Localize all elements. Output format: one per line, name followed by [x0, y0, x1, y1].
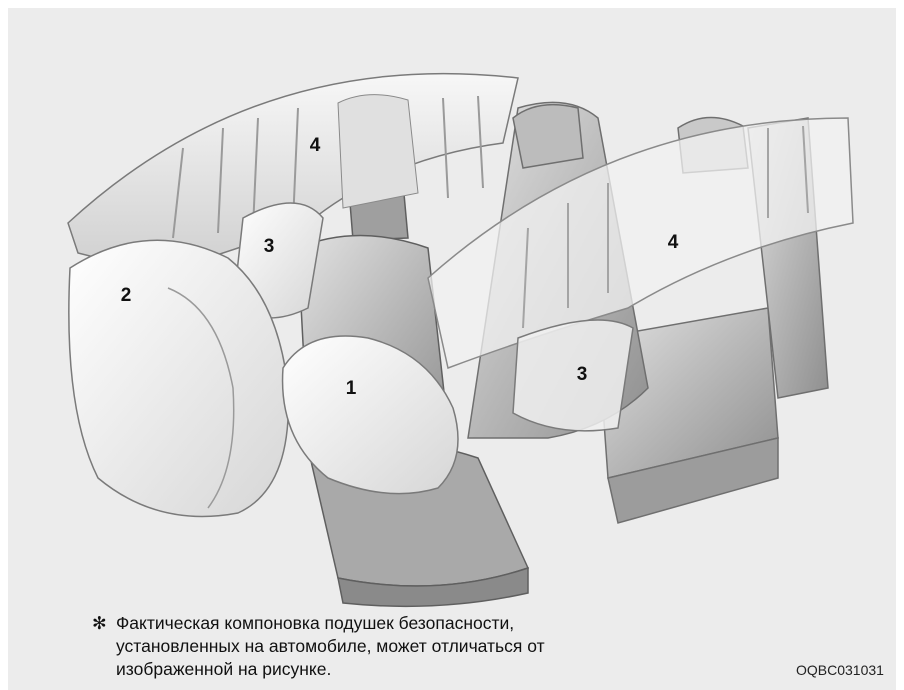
footnote-line-2: установленных на автомобиле, может отлич… [92, 635, 732, 658]
footnote-line-3: изображенной на рисунке. [92, 658, 732, 681]
footnote: ✻Фактическая компоновка подушек безопасн… [92, 612, 732, 681]
image-code: OQBC031031 [796, 662, 884, 678]
callout-4-left: 4 [304, 135, 326, 157]
footnote-text-1: Фактическая компоновка подушек безопасно… [116, 613, 514, 633]
callout-1: 1 [340, 378, 362, 400]
footnote-line-1: ✻Фактическая компоновка подушек безопасн… [92, 612, 732, 635]
callout-3-left: 3 [258, 236, 280, 258]
callout-4-right: 4 [662, 232, 684, 254]
asterisk-icon: ✻ [92, 612, 116, 635]
airbag-diagram [8, 8, 896, 608]
figure-panel: 1 2 3 3 4 4 [8, 8, 896, 690]
callout-2: 2 [115, 285, 137, 307]
callout-3-right: 3 [571, 364, 593, 386]
